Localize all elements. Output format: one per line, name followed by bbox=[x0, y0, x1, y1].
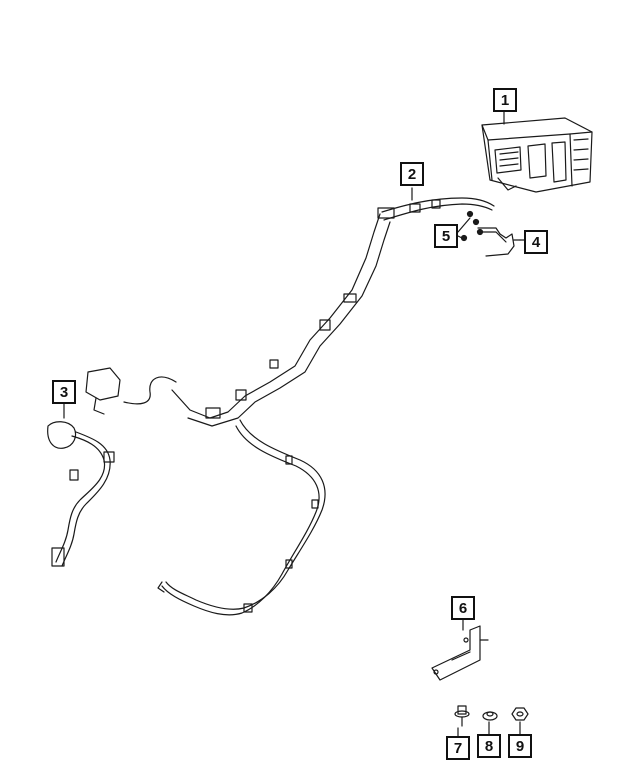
callout-8: 8 bbox=[477, 734, 501, 758]
callout-1: 1 bbox=[493, 88, 517, 112]
callout-9: 9 bbox=[508, 734, 532, 758]
leader-line-5 bbox=[457, 217, 471, 239]
callout-3: 3 bbox=[52, 380, 76, 404]
callout-6: 6 bbox=[451, 596, 475, 620]
screw-part-7 bbox=[454, 705, 470, 727]
sub-harness-part-3 bbox=[47, 367, 121, 567]
callout-5: 5 bbox=[434, 224, 458, 248]
callout-7: 7 bbox=[446, 736, 470, 760]
callout-2: 2 bbox=[400, 162, 424, 186]
nut-part-8 bbox=[482, 711, 498, 721]
main-wiring-harness-part-2 bbox=[123, 197, 495, 616]
cable-part-4 bbox=[477, 227, 521, 257]
clips-part-5 bbox=[460, 210, 484, 242]
callout-4: 4 bbox=[524, 230, 548, 254]
nut-part-9 bbox=[511, 707, 529, 721]
module-part-1 bbox=[481, 117, 593, 193]
bracket-part-6 bbox=[431, 625, 489, 681]
